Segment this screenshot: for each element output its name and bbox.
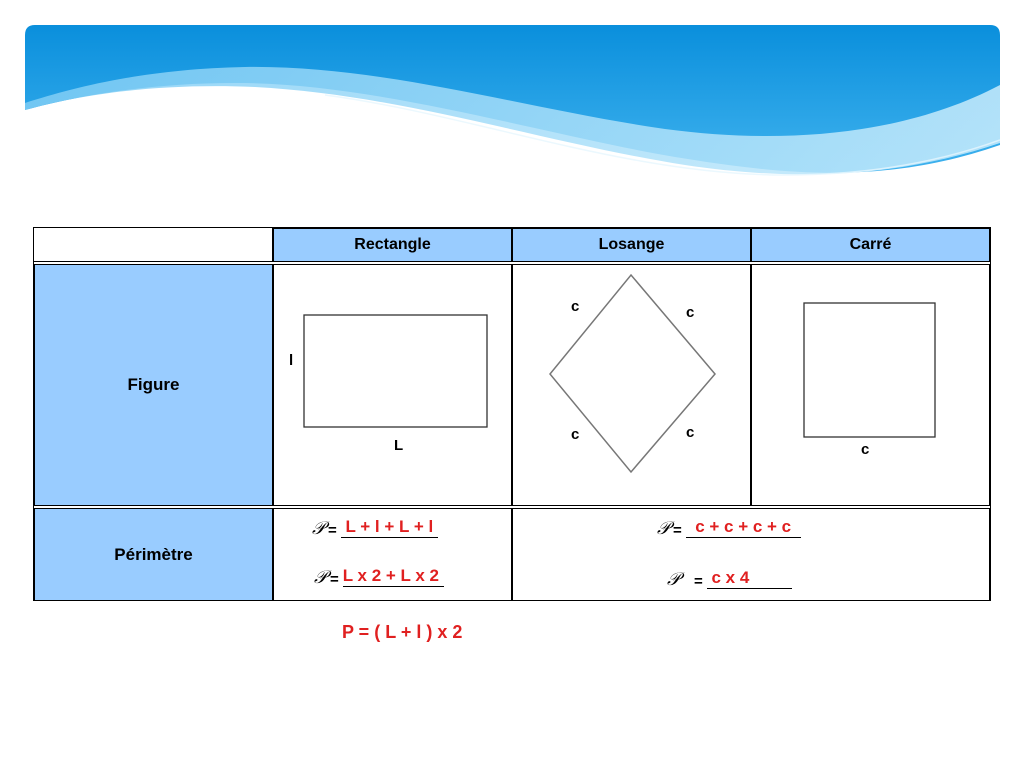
losange-side-label-top-left: c xyxy=(571,298,580,315)
rectangle-length-label: L xyxy=(394,437,404,454)
equals-sign: = xyxy=(693,573,703,590)
perimeter-symbol: 𝒫 xyxy=(314,567,327,588)
rectangle-formula-2: L x 2 + L x 2 xyxy=(342,566,444,587)
perimeter-square-losange-cell: 𝒫 = c + c + c + c 𝒫 = c x 4 xyxy=(512,508,990,601)
figure-carre-cell: c xyxy=(751,264,990,506)
losange-side-label-bottom-left: c xyxy=(571,426,580,443)
perimeter-rectangle-line-2: 𝒫 = L x 2 + L x 2 xyxy=(314,565,444,587)
equals-sign: = xyxy=(327,522,337,539)
losange-shape xyxy=(549,273,716,474)
perimeter-symbol: 𝒫 xyxy=(667,569,680,590)
rectangle-shape xyxy=(303,314,488,428)
losange-side-label-bottom-right: c xyxy=(686,424,695,441)
header-rectangle: Rectangle xyxy=(273,228,512,262)
perimeter-rectangle-cell: 𝒫 = L + l + L + l 𝒫 = L x 2 + L x 2 xyxy=(273,508,512,601)
perimeter-square-line-1: 𝒫 = c + c + c + c xyxy=(657,516,801,538)
perimeter-square-line-2: 𝒫 = c x 4 xyxy=(667,567,792,589)
perimeter-rectangle-line-1: 𝒫 = L + l + L + l xyxy=(312,516,438,538)
figure-losange-cell: c c c c xyxy=(512,264,751,506)
perimeter-table: Rectangle Losange Carré Figure l L c c c… xyxy=(33,227,991,601)
header-carre: Carré xyxy=(751,228,990,262)
perimeter-symbol: 𝒫 xyxy=(657,518,670,539)
row-label-perimetre: Périmètre xyxy=(34,508,273,601)
rectangle-perimeter-formula-note: P = ( L + l ) x 2 xyxy=(342,622,463,642)
losange-side-label-top-right: c xyxy=(686,304,695,321)
header-wave-banner xyxy=(25,25,1000,176)
carre-shape xyxy=(803,302,936,438)
square-formula-1: c + c + c + c xyxy=(685,517,801,538)
rectangle-width-label: l xyxy=(289,352,294,369)
rectangle-formula-1: L + l + L + l xyxy=(340,517,438,538)
figure-rectangle-cell: l L xyxy=(273,264,512,506)
square-formula-2: c x 4 xyxy=(706,568,792,589)
perimeter-symbol: 𝒫 xyxy=(312,518,325,539)
equals-sign: = xyxy=(329,571,339,588)
row-label-figure: Figure xyxy=(34,264,273,506)
carre-side-label: c xyxy=(861,441,870,458)
header-losange: Losange xyxy=(512,228,751,262)
header-empty-cell xyxy=(34,228,273,262)
equals-sign: = xyxy=(672,522,682,539)
